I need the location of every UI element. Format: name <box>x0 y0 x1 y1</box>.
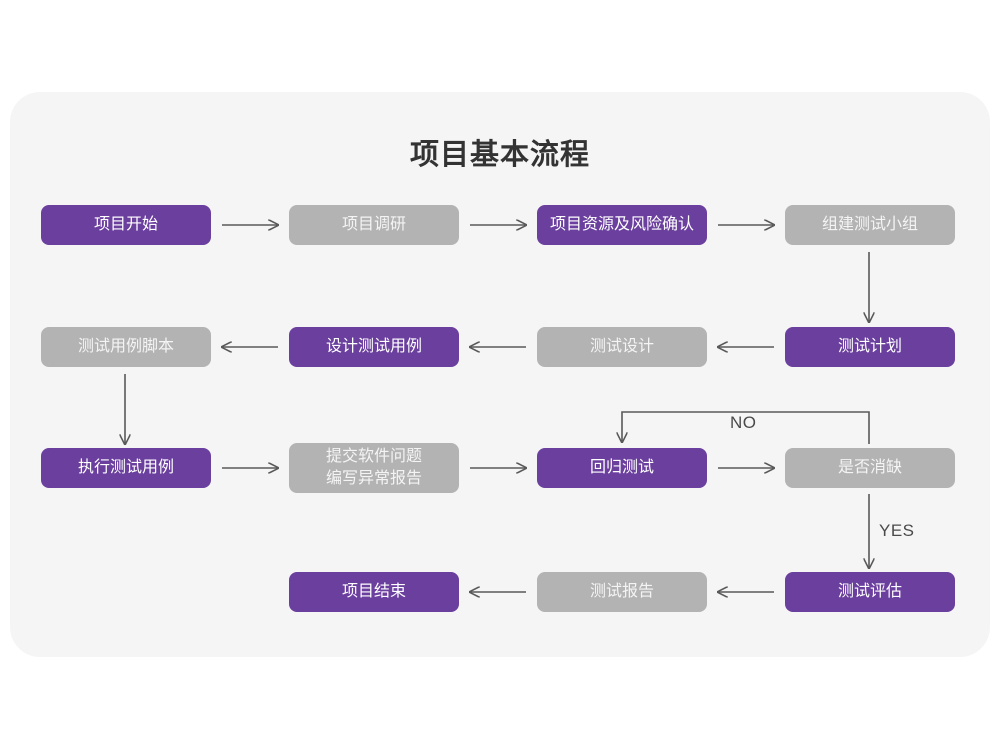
node-project-end[interactable]: 项目结束 <box>289 572 459 612</box>
node-resource-risk-confirm[interactable]: 项目资源及风险确认 <box>537 205 707 245</box>
node-project-research[interactable]: 项目调研 <box>289 205 459 245</box>
page-title: 项目基本流程 <box>409 139 590 171</box>
diagram-card <box>10 92 990 657</box>
node-label: 组建测试小组 <box>821 216 918 234</box>
node-regression-test[interactable]: 回归测试 <box>537 448 707 488</box>
node-test-plan[interactable]: 测试计划 <box>785 327 955 367</box>
edge-label-no: NO <box>730 413 757 432</box>
node-label: 测试评估 <box>837 583 902 601</box>
node-label: 项目调研 <box>341 216 406 234</box>
node-label: 设计测试用例 <box>325 338 422 356</box>
node-design-test-cases[interactable]: 设计测试用例 <box>289 327 459 367</box>
node-label: 项目结束 <box>341 583 406 601</box>
node-submit-issues-write-report[interactable]: 提交软件问题 编写异常报告 <box>289 443 459 493</box>
node-label: 提交软件问题 编写异常报告 <box>325 448 422 487</box>
node-label: 项目资源及风险确认 <box>549 216 694 234</box>
node-label: 测试用例脚本 <box>77 338 174 356</box>
node-form-test-team[interactable]: 组建测试小组 <box>785 205 955 245</box>
node-label: 是否消缺 <box>837 459 902 477</box>
node-label: 回归测试 <box>589 459 654 477</box>
node-test-case-script[interactable]: 测试用例脚本 <box>41 327 211 367</box>
node-project-start[interactable]: 项目开始 <box>41 205 211 245</box>
node-execute-test-cases[interactable]: 执行测试用例 <box>41 448 211 488</box>
edge-label-yes: YES <box>879 521 915 540</box>
node-test-evaluation[interactable]: 测试评估 <box>785 572 955 612</box>
node-label: 项目开始 <box>93 216 158 234</box>
node-test-report[interactable]: 测试报告 <box>537 572 707 612</box>
node-label: 测试报告 <box>589 583 654 601</box>
node-test-design[interactable]: 测试设计 <box>537 327 707 367</box>
node-defect-resolved-decision[interactable]: 是否消缺 <box>785 448 955 488</box>
node-label: 测试设计 <box>589 338 654 356</box>
node-label: 测试计划 <box>837 338 902 356</box>
node-label: 执行测试用例 <box>77 459 174 477</box>
